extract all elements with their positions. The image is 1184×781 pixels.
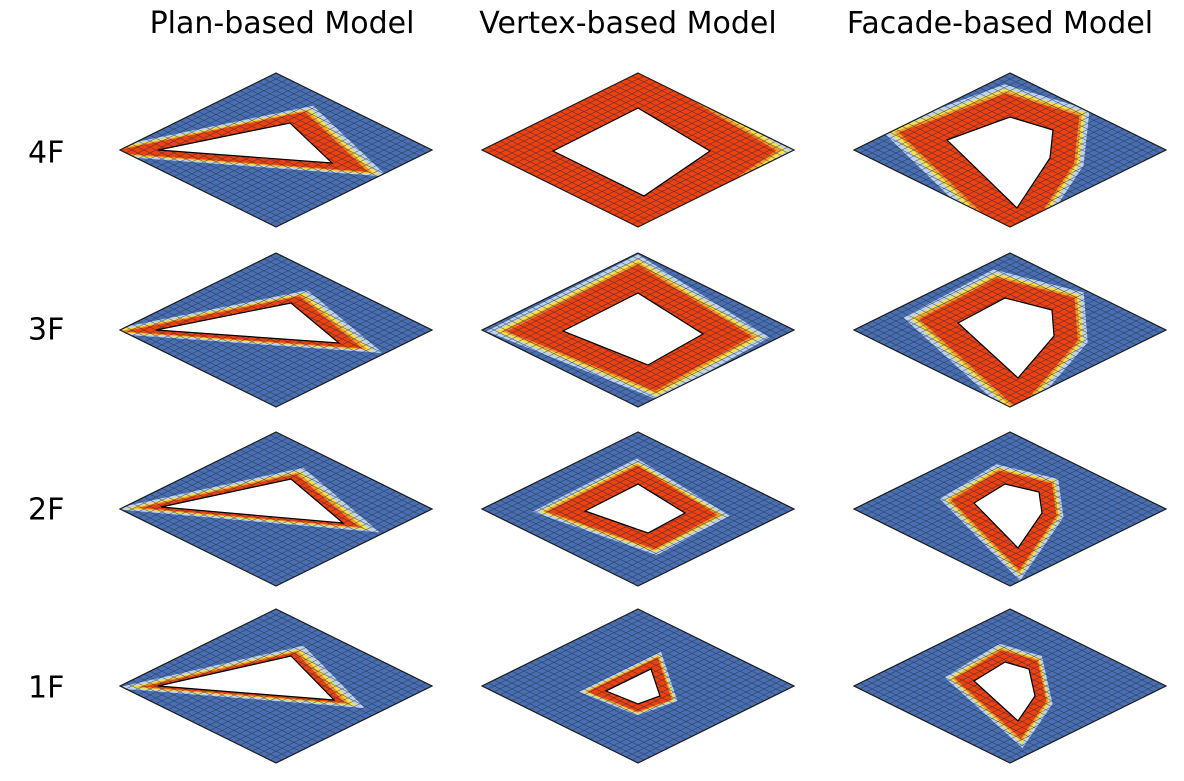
- row-label-4f: 4F: [28, 135, 65, 171]
- floor-plot-vertex-3f: [480, 252, 796, 408]
- floor-plot-facade-4f: [852, 72, 1168, 228]
- slab-outline: [852, 431, 1168, 587]
- slab-outline: [118, 431, 434, 587]
- slab-outline: [480, 608, 796, 764]
- slab-outline: [118, 72, 434, 228]
- slab-outline: [118, 252, 434, 408]
- building-void: [583, 483, 687, 534]
- floor-plot-plan-1f: [118, 608, 434, 764]
- slab-outline: [852, 72, 1168, 228]
- building-void: [561, 292, 705, 366]
- grid-mesh: [125, 255, 427, 405]
- building-void: [956, 297, 1055, 379]
- slab-outline: [852, 608, 1168, 764]
- floor-plot-plan-4f: [118, 72, 434, 228]
- column-title-plan-based: Plan-based Model: [149, 6, 415, 41]
- column-title-facade-based: Facade-based Model: [846, 6, 1154, 41]
- grid-mesh: [859, 434, 1161, 584]
- grid-mesh: [487, 434, 789, 584]
- building-void: [604, 668, 661, 705]
- floor-plot-vertex-4f: [480, 72, 796, 228]
- floor-plot-plan-2f: [118, 431, 434, 587]
- column-title-vertex-based: Vertex-based Model: [479, 6, 777, 41]
- building-void: [973, 661, 1036, 722]
- grid-mesh: [487, 255, 789, 405]
- slab-outline: [480, 72, 796, 228]
- building-void: [945, 116, 1054, 209]
- building-void: [551, 107, 712, 197]
- floor-plot-facade-2f: [852, 431, 1168, 587]
- building-void: [160, 478, 345, 524]
- floor-plot-plan-3f: [118, 252, 434, 408]
- building-void: [155, 302, 341, 344]
- row-label-2f: 2F: [28, 492, 65, 528]
- slab-outline: [480, 252, 796, 408]
- slab-outline: [852, 252, 1168, 408]
- slab-outline: [480, 431, 796, 587]
- floor-plot-facade-1f: [852, 608, 1168, 764]
- slab-outline: [118, 608, 434, 764]
- row-label-1f: 1F: [28, 670, 65, 706]
- building-void: [973, 483, 1043, 549]
- floor-plot-vertex-1f: [480, 608, 796, 764]
- row-label-3f: 3F: [28, 312, 65, 348]
- floor-plot-facade-3f: [852, 252, 1168, 408]
- floor-plot-vertex-2f: [480, 431, 796, 587]
- building-void: [157, 122, 334, 164]
- building-void: [157, 655, 336, 701]
